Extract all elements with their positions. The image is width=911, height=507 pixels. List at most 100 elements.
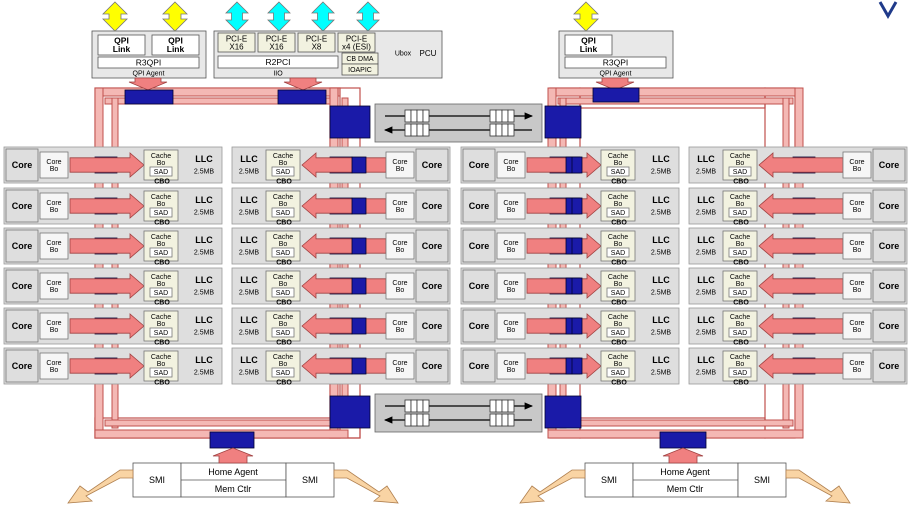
- iio-label: IIO: [273, 70, 283, 77]
- core-bo-box: [842, 151, 872, 179]
- cbo-label: CBO: [733, 339, 749, 346]
- memory-channel-arrow: [333, 469, 399, 504]
- smi-box: [584, 462, 634, 498]
- sad-box: [728, 367, 752, 378]
- sad-box: [728, 207, 752, 218]
- core-label: Core: [879, 160, 900, 170]
- buffer-cell: [507, 399, 515, 413]
- core-box: [415, 309, 449, 343]
- core-label: Core: [879, 281, 900, 291]
- core-to-cache-arrow: [526, 193, 602, 219]
- sad-label: SAD: [276, 210, 290, 217]
- cbo-label: CBO: [154, 219, 170, 226]
- llc-size-label: 2.5MB: [194, 249, 215, 256]
- sad-label: SAD: [733, 250, 747, 257]
- sad-label: SAD: [276, 250, 290, 257]
- core-label: Core: [879, 321, 900, 331]
- core-box: [5, 189, 39, 223]
- ubox-label: Ubox: [395, 50, 412, 57]
- llc-label: LLC: [240, 195, 258, 205]
- core-box: [5, 269, 39, 303]
- core-label: Core: [879, 361, 900, 371]
- ring-stop: [571, 156, 583, 174]
- llc-label: LLC: [195, 235, 213, 245]
- ring-stop: [351, 277, 367, 295]
- core-label: Core: [422, 201, 443, 211]
- sad-box: [606, 327, 630, 338]
- core-label: Core: [879, 241, 900, 251]
- buffer-cell: [501, 123, 509, 137]
- mem-ring-arrow: [212, 447, 254, 464]
- buffer-cell: [501, 399, 509, 413]
- cbo-label: CBO: [276, 379, 292, 386]
- sad-label: SAD: [611, 370, 625, 377]
- buffer-cell: [501, 109, 509, 123]
- core-box: [872, 349, 906, 383]
- sad-box: [149, 367, 173, 378]
- qpi-yellow-arrow: [102, 1, 128, 32]
- ring-stop: [124, 89, 174, 105]
- core-bo-box: [496, 232, 526, 260]
- llc-label: LLC: [697, 154, 715, 164]
- ring-stop: [571, 277, 583, 295]
- pcie-cyan-arrow: [311, 1, 335, 32]
- llc-size-label: 2.5MB: [651, 209, 672, 216]
- llc-label: LLC: [652, 275, 670, 285]
- core-box: [5, 148, 39, 182]
- sad-label: SAD: [733, 169, 747, 176]
- cbo-label: CBO: [611, 178, 627, 185]
- llc-size-label: 2.5MB: [239, 329, 260, 336]
- llc-label: LLC: [697, 275, 715, 285]
- llc-size-label: 2.5MB: [696, 369, 717, 376]
- core-label: Core: [422, 160, 443, 170]
- sad-box: [606, 367, 630, 378]
- cbo-label: CBO: [611, 339, 627, 346]
- cbo-label: CBO: [276, 259, 292, 266]
- core-box: [462, 229, 496, 263]
- core-label: Core: [12, 201, 33, 211]
- sad-box: [606, 287, 630, 298]
- core-box: [872, 229, 906, 263]
- cbo-label: CBO: [733, 178, 749, 185]
- core-bo-box: [385, 192, 415, 220]
- core-box: [415, 349, 449, 383]
- mem-ring-arrow: [662, 447, 704, 464]
- core-label: Core: [422, 321, 443, 331]
- pcie-cyan-arrow: [267, 1, 291, 32]
- llc-label: LLC: [697, 315, 715, 325]
- ring-interconnect: [374, 393, 543, 433]
- core-label: Core: [12, 321, 33, 331]
- ring-stop: [571, 317, 583, 335]
- core-bo-box: [496, 352, 526, 380]
- buffer-cell: [404, 123, 412, 137]
- sad-label: SAD: [611, 290, 625, 297]
- buffer-cell: [495, 109, 503, 123]
- r3qpi-label: R3QPI: [603, 57, 629, 67]
- core-box: [415, 189, 449, 223]
- ring-stop: [351, 317, 367, 335]
- sad-box: [271, 247, 295, 258]
- cbo-label: CBO: [276, 219, 292, 226]
- ioapic-box: [341, 63, 379, 76]
- core-box: [872, 148, 906, 182]
- buffer-cell: [489, 399, 497, 413]
- qpi-agent-label: QPI Agent: [600, 70, 632, 77]
- llc-label: LLC: [240, 315, 258, 325]
- sad-label: SAD: [611, 169, 625, 176]
- cbo-label: CBO: [154, 178, 170, 185]
- cbo-label: CBO: [611, 299, 627, 306]
